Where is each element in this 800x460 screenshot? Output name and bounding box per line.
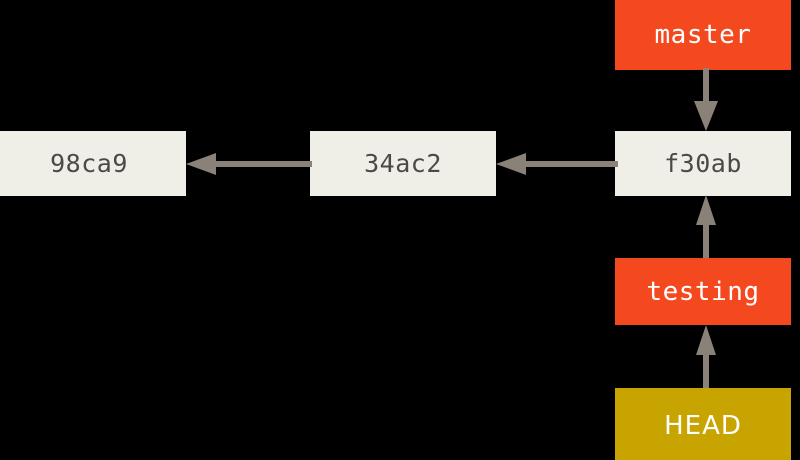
branch-node-master[interactable]: master [615,0,791,70]
commit-label: f30ab [664,149,742,178]
head-label: HEAD [664,411,742,441]
arrow-head-to-testing-icon [690,324,722,388]
commit-node-34ac2[interactable]: 34ac2 [310,131,496,196]
commit-label: 34ac2 [364,149,442,178]
arrow-34ac2-to-98ca9-icon [186,150,312,178]
branch-node-testing[interactable]: testing [615,258,791,325]
commit-node-f30ab[interactable]: f30ab [615,131,791,196]
arrow-master-to-f30ab-icon [690,68,722,132]
head-pointer-node[interactable]: HEAD [615,388,791,460]
branch-label: testing [646,276,760,307]
commit-label: 98ca9 [50,149,128,178]
commit-node-98ca9[interactable]: 98ca9 [0,131,186,196]
branch-label: master [654,20,752,50]
arrow-f30ab-to-34ac2-icon [496,150,618,178]
arrow-testing-to-f30ab-icon [690,194,722,258]
